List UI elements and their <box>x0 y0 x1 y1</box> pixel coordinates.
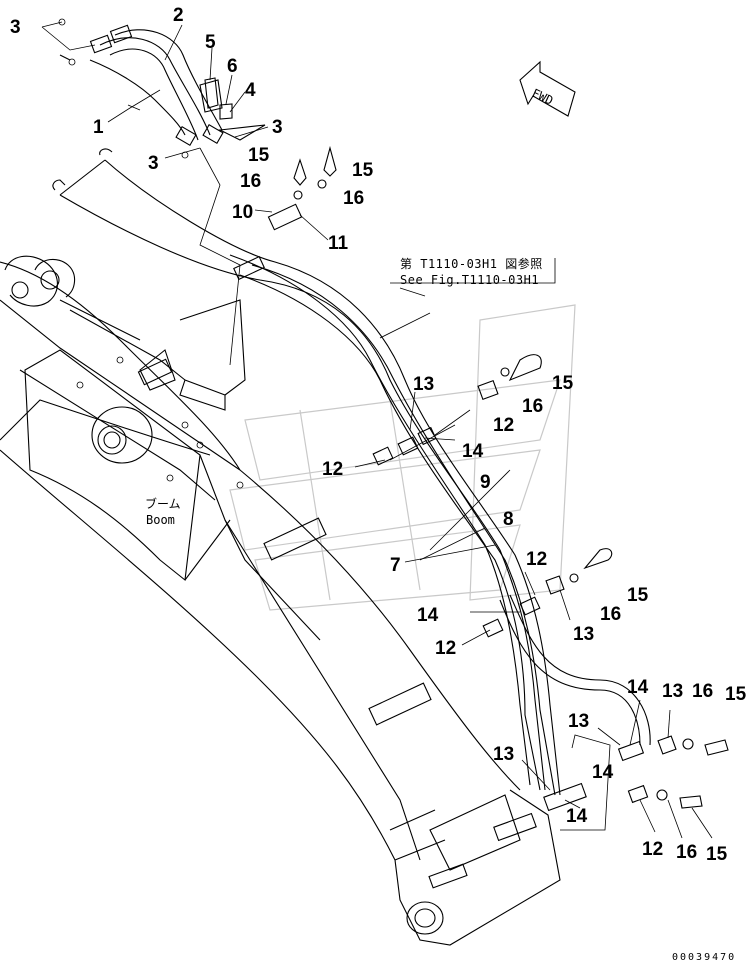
callout-15: 15 <box>552 373 574 394</box>
callout-15: 15 <box>627 585 649 606</box>
hose-bundle <box>52 148 651 796</box>
callout-15: 15 <box>706 844 728 865</box>
callout-15: 15 <box>725 684 747 705</box>
callout-13: 13 <box>662 681 683 702</box>
callout-14: 14 <box>592 762 614 783</box>
callout-14: 14 <box>627 677 649 698</box>
callout-13: 13 <box>573 624 594 645</box>
callout-2: 2 <box>173 5 184 26</box>
callout-12: 12 <box>493 415 514 436</box>
callout-14: 14 <box>462 441 484 462</box>
callout-3: 3 <box>10 17 21 38</box>
leader-lines <box>41 21 713 839</box>
callout-4: 4 <box>245 80 256 101</box>
callout-13: 13 <box>493 744 514 765</box>
callout-7: 7 <box>390 555 401 576</box>
bolts-washers <box>204 77 729 809</box>
callout-14: 14 <box>566 806 588 827</box>
reference-leader <box>399 287 426 297</box>
callout-9: 9 <box>480 472 491 493</box>
callout-14: 14 <box>417 605 439 626</box>
callout-8: 8 <box>503 509 514 530</box>
callout-1: 1 <box>93 117 104 138</box>
callout-3: 3 <box>148 153 159 174</box>
callout-12: 12 <box>322 459 343 480</box>
watermark-logo <box>229 304 576 611</box>
callout-16: 16 <box>692 681 713 702</box>
callout-15: 15 <box>352 160 374 181</box>
callout-16: 16 <box>343 188 364 209</box>
callout-16: 16 <box>600 604 621 625</box>
callout-12: 12 <box>642 839 663 860</box>
callout-6: 6 <box>227 56 238 77</box>
boom-label-jp: ブーム <box>145 496 181 511</box>
drawing-code: 00039470 <box>672 952 736 963</box>
callout-3: 3 <box>272 117 283 138</box>
callout-13: 13 <box>413 374 434 395</box>
callout-10: 10 <box>232 202 253 223</box>
callout-5: 5 <box>205 32 216 53</box>
callout-16: 16 <box>240 171 261 192</box>
callout-16: 16 <box>522 396 543 417</box>
boom-structure <box>0 255 561 946</box>
callout-12: 12 <box>435 638 456 659</box>
callout-12: 12 <box>526 549 547 570</box>
fwd-label: FWD <box>530 86 556 108</box>
reference-en: See Fig.T1110-03H1 <box>400 273 539 287</box>
fwd-arrow-icon: FWD <box>519 60 576 117</box>
top-hoses <box>58 18 266 159</box>
callout-11: 11 <box>328 233 349 254</box>
callout-16: 16 <box>676 842 697 863</box>
reference-jp: 第 T1110-03H1 図参照 <box>400 256 543 271</box>
hose-clamps <box>137 203 677 889</box>
callout-13: 13 <box>568 711 589 732</box>
boom-label-en: Boom <box>146 513 175 527</box>
callout-15: 15 <box>248 145 270 166</box>
callout-labels: 3 2 5 6 4 1 3 3 15 15 16 16 10 11 15 13 … <box>10 5 747 865</box>
